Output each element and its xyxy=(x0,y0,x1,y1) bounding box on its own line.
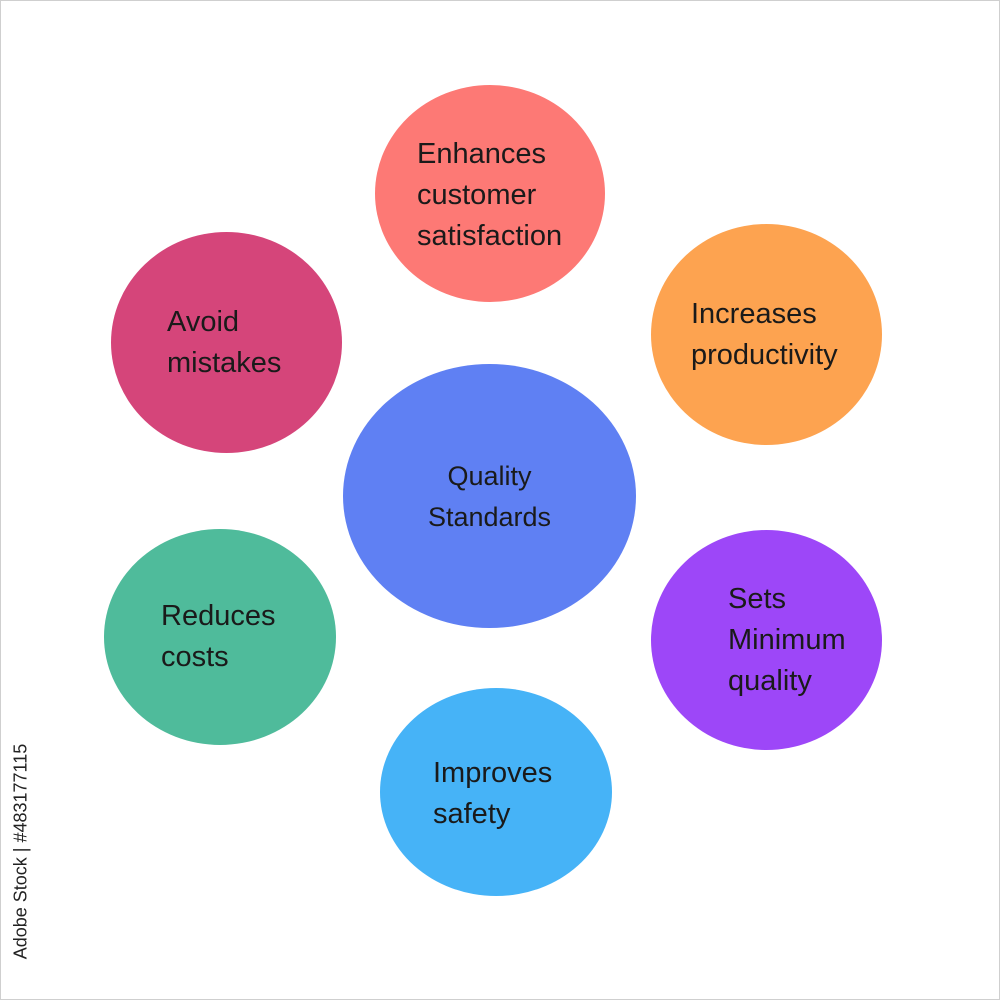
benefit-label-line: Sets xyxy=(728,582,787,615)
benefit-label-line: Reduces xyxy=(161,600,276,632)
stock-id-text: Adobe Stock | #483177115 xyxy=(10,743,31,959)
benefit-label-line: mistakes xyxy=(167,346,282,379)
center-label-line: Standards xyxy=(427,502,552,532)
benefit-circle-avoid-mistakes: Avoid mistakes xyxy=(111,232,342,453)
benefit-circle-productivity: Increases productivity xyxy=(651,224,882,445)
benefit-label-line: Increases xyxy=(691,297,817,330)
benefit-label-line: Minimum xyxy=(728,623,846,656)
benefit-label-line: satisfaction xyxy=(417,220,563,252)
benefit-label-line: safety xyxy=(433,798,511,830)
benefit-label-line: costs xyxy=(161,641,229,673)
benefit-circle-improves-safety: Improves safety xyxy=(380,688,612,896)
benefit-label-line: quality xyxy=(728,664,812,697)
benefit-circle-customer-satisfaction: Enhances customer satisfaction xyxy=(375,85,605,302)
benefit-label-line: productivity xyxy=(691,338,838,371)
benefit-circle-minimum-quality: Sets Minimum quality xyxy=(651,530,882,750)
benefit-circle-reduces-costs: Reduces costs xyxy=(104,529,336,745)
benefit-label-line: customer xyxy=(417,179,537,211)
benefit-label-line: Improves xyxy=(433,757,553,789)
benefit-label-line: Enhances xyxy=(417,138,546,170)
center-circle-quality-standards: Quality Standards xyxy=(343,364,636,628)
stock-id-watermark: Adobe Stock | #483177115 xyxy=(5,743,37,959)
benefit-label-line: Avoid xyxy=(167,305,240,338)
center-label-line: Quality xyxy=(447,461,532,491)
